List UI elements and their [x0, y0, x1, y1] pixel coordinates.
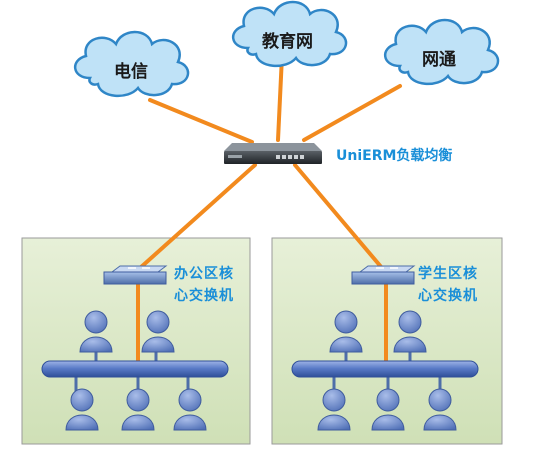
telecom-label: 电信 [114, 62, 148, 82]
office-core-switch-icon [103, 265, 168, 285]
network-links [136, 54, 402, 364]
netcom-label: 网通 [422, 50, 456, 70]
student-switch-label-line2: 心交换机 [418, 288, 478, 304]
office-switch-label-line2: 心交换机 [174, 288, 234, 304]
router-label: UniERM负载均衡 [336, 148, 453, 164]
student-lan-bus [291, 352, 479, 396]
education-net-label: 教育网 [262, 32, 313, 52]
office-switch-label-line1: 办公区核 [174, 266, 234, 282]
student-switch-label-line1: 学生区核 [418, 266, 478, 282]
load-balancer-router-icon [224, 143, 322, 164]
student-core-switch-icon [351, 265, 416, 285]
